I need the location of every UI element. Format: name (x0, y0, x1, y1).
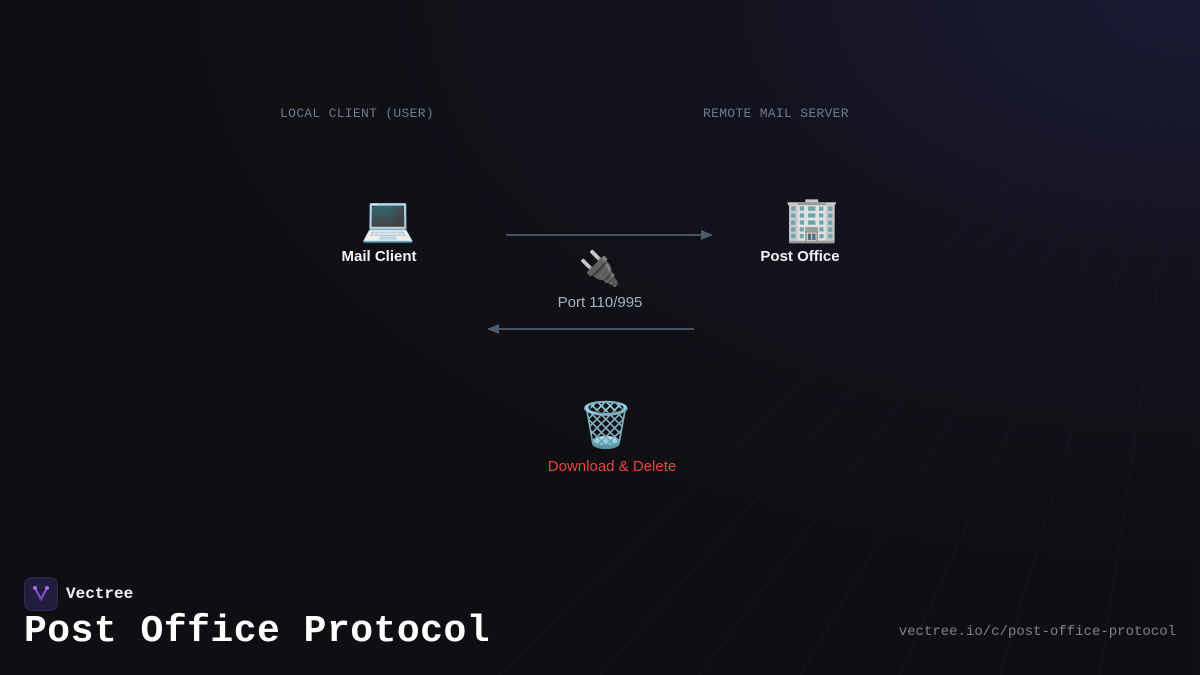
laptop-icon: 💻 (360, 195, 416, 244)
download-delete-step: 🗑️ Download & Delete (536, 400, 676, 475)
electric-plug-icon: 🔌 (578, 250, 622, 288)
post-office-label: Post Office (760, 248, 840, 265)
wastebasket-icon: 🗑️ (578, 401, 634, 450)
page-title: Post Office Protocol (24, 610, 491, 653)
office-building-icon: 🏢 (784, 195, 840, 244)
brand-name: Vectree (66, 585, 134, 603)
vectree-logo-icon (24, 577, 58, 611)
source-url[interactable]: vectree.io/c/post-office-protocol (898, 624, 1176, 640)
brand[interactable]: Vectree (24, 577, 133, 611)
port-label: Port 110/995 (557, 294, 643, 311)
port-connection: 🔌 Port 110/995 (558, 248, 643, 311)
mail-client-node: 💻 Mail Client (341, 194, 416, 265)
download-delete-label: Download & Delete (547, 458, 677, 475)
mail-client-label: Mail Client (341, 248, 417, 265)
remote-server-column-label: REMOTE MAIL SERVER (703, 106, 849, 121)
post-office-node: 🏢 Post Office (760, 194, 840, 265)
local-client-column-label: LOCAL CLIENT (USER) (280, 106, 434, 121)
